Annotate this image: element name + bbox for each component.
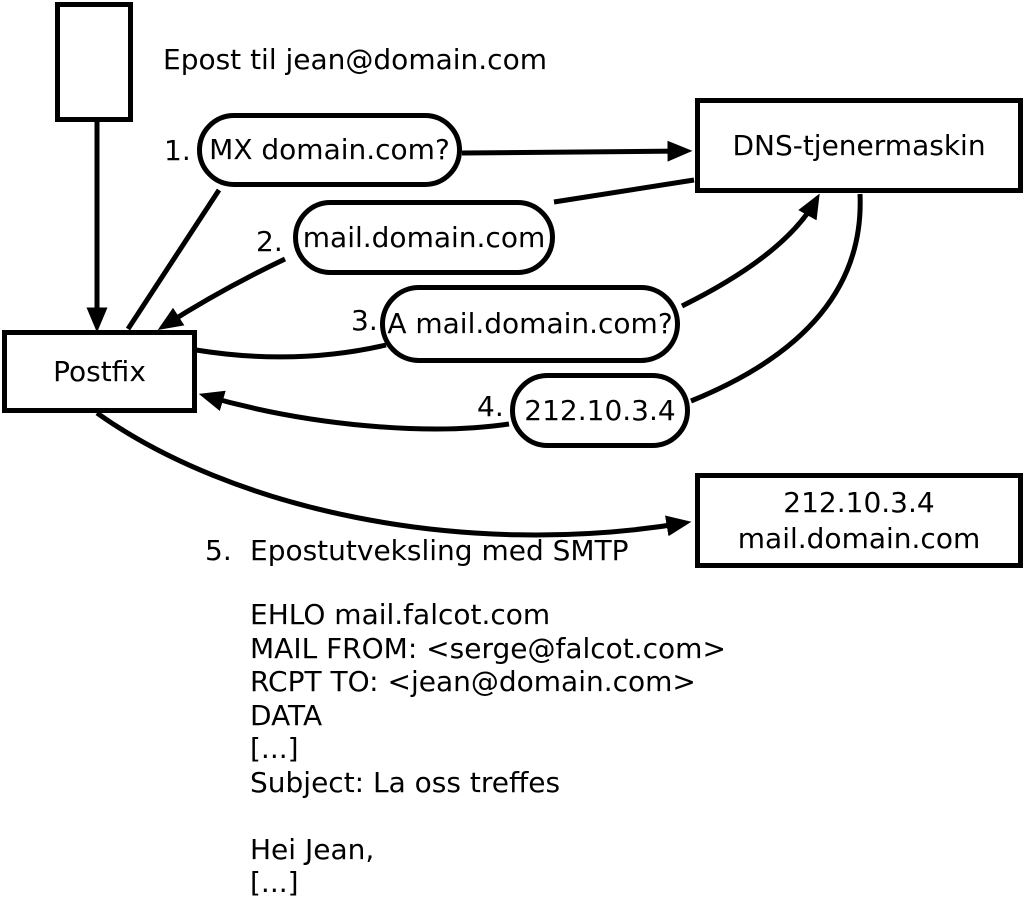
postfix-node: Postfix — [2, 330, 197, 413]
query-bubble-a-label: A mail.domain.com? — [387, 307, 673, 340]
arrow-reply2-to-postfix — [157, 256, 287, 331]
step-2-number: 2. — [256, 225, 283, 258]
arrow-smtp-to-mailserver — [95, 410, 692, 538]
query-bubble-a: A mail.domain.com? — [380, 285, 680, 363]
tail-query3-from-postfix — [195, 342, 387, 360]
smtp-line: Hei Jean, — [250, 832, 375, 866]
mail-server-ip: 212.10.3.4 — [783, 485, 935, 519]
dns-server-node: DNS-tjenermaskin — [695, 98, 1023, 193]
envelope-box — [55, 2, 133, 122]
step-5-number: 5. — [205, 534, 232, 567]
smtp-line: [...] — [250, 732, 299, 765]
step-1-number: 1. — [164, 134, 191, 167]
arrow-query3-to-dns — [680, 193, 820, 309]
step-4-number: 4. — [477, 390, 504, 423]
smtp-line: EHLO mail.falcot.com — [250, 598, 551, 631]
smtp-line: Subject: La oss treffes — [250, 765, 561, 799]
smtp-line: [...] — [250, 866, 299, 899]
reply-bubble-ip: 212.10.3.4 — [510, 373, 690, 448]
mail-server-hostname: mail.domain.com — [737, 521, 981, 555]
step-3-number: 3. — [351, 304, 378, 337]
smtp-line — [250, 799, 726, 833]
arrow-query1-to-dns — [461, 140, 693, 162]
step-5-label: Epostutveksling med SMTP — [250, 534, 629, 567]
tail-query1-from-postfix — [125, 188, 222, 331]
smtp-line: RCPT TO: <jean@domain.com> — [250, 665, 696, 698]
smtp-line: MAIL FROM: <serge@falcot.com> — [250, 631, 726, 665]
arrow-reply4-to-postfix — [198, 390, 510, 432]
smtp-session-transcript: EHLO mail.falcot.com MAIL FROM: <serge@f… — [250, 598, 726, 919]
mail-server-node: 212.10.3.4 mail.domain.com — [695, 473, 1023, 568]
email-title: Epost til jean@domain.com — [163, 43, 547, 76]
reply-bubble-mx-label: mail.domain.com — [302, 220, 546, 254]
dns-server-label: DNS-tjenermaskin — [732, 128, 986, 162]
reply-bubble-mx: mail.domain.com — [293, 200, 555, 275]
smtp-line: DATA — [250, 698, 323, 732]
smtp-line: . — [250, 899, 259, 919]
postfix-label: Postfix — [53, 354, 146, 388]
tail-reply2-from-dns — [553, 177, 695, 205]
query-bubble-mx: MX domain.com? — [197, 113, 462, 187]
query-bubble-mx-label: MX domain.com? — [209, 133, 450, 166]
reply-bubble-ip-label: 212.10.3.4 — [524, 393, 676, 427]
tail-reply4-from-dns — [690, 193, 863, 404]
